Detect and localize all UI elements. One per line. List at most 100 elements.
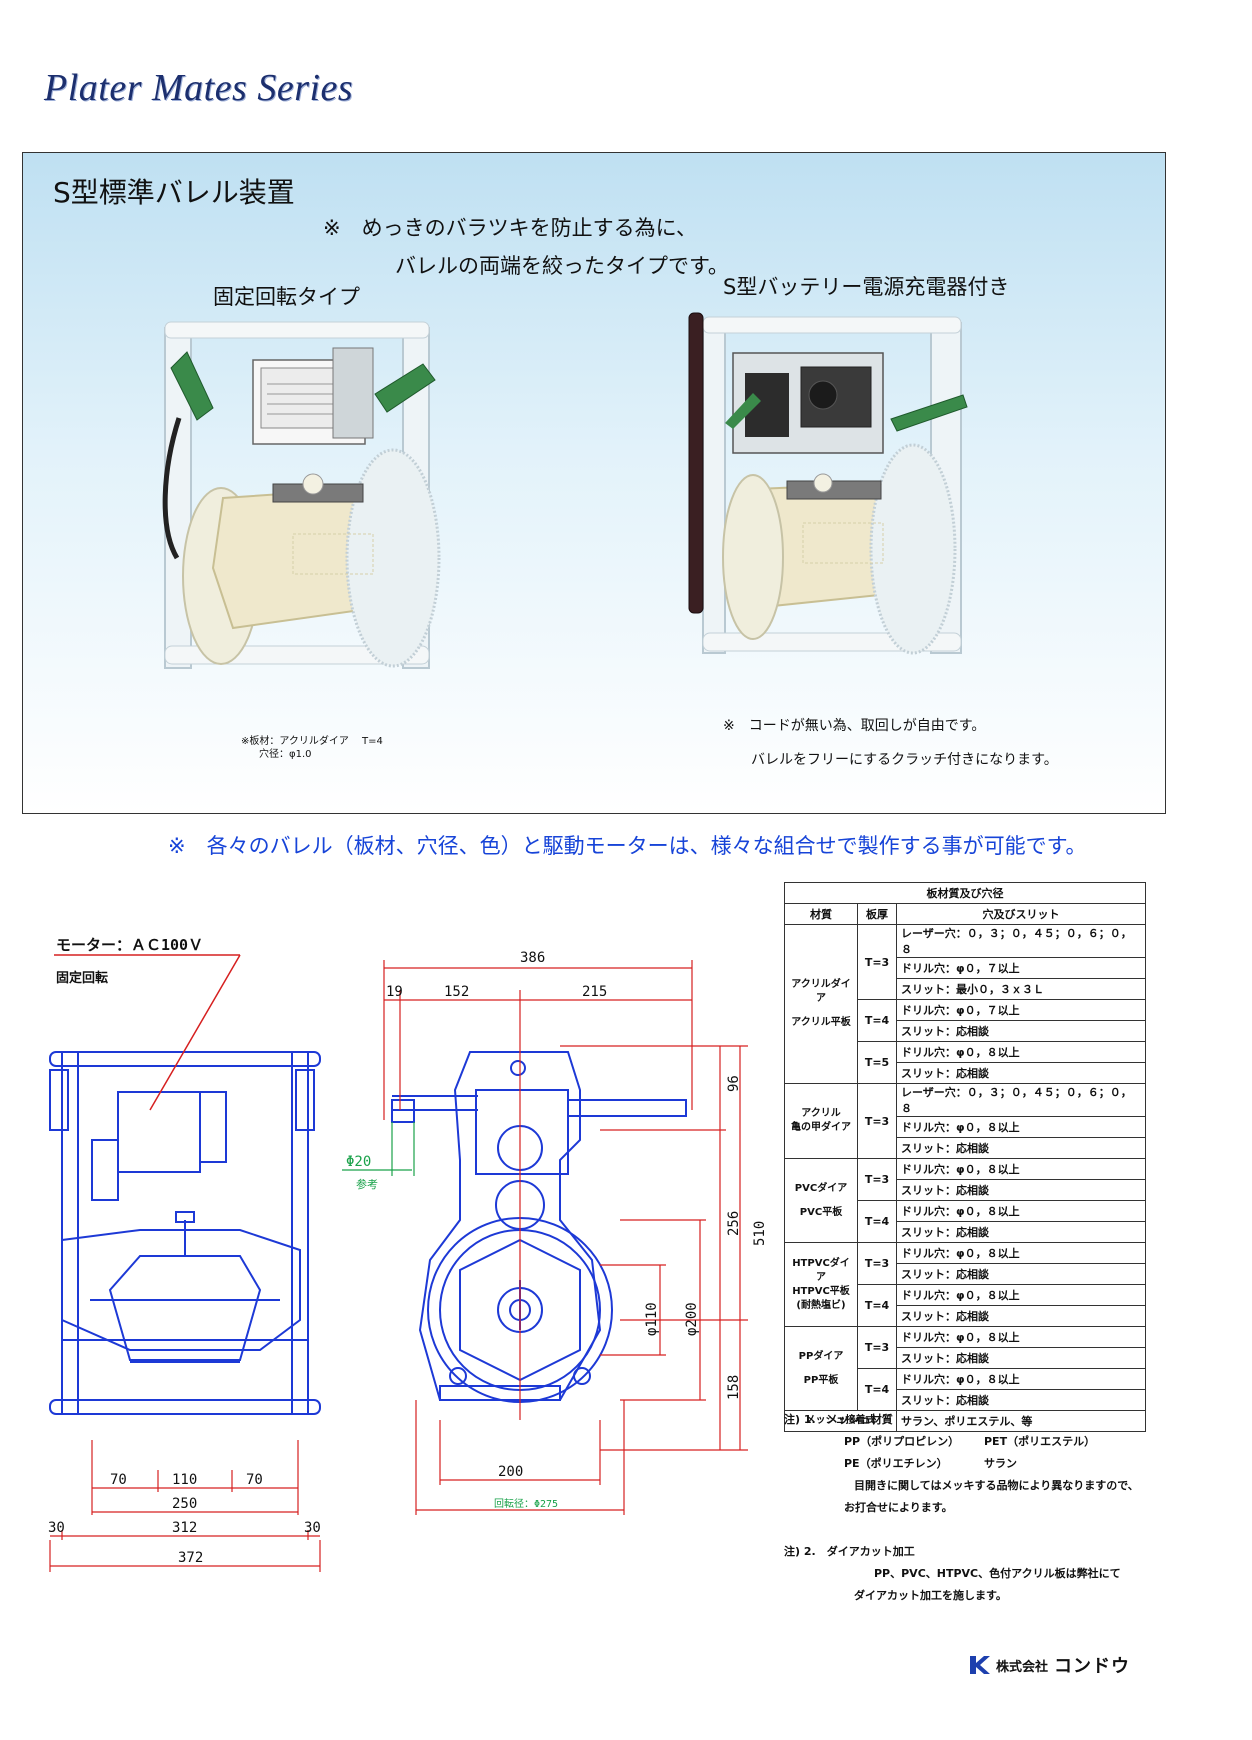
note2-body2: ダイアカット加工を施します。 (854, 1589, 1007, 1602)
table-row: ドリル穴：φ０，８以上 (896, 1242, 1146, 1264)
material-pp: PPダイア PP平板 (784, 1326, 858, 1411)
company-prefix: 株式会社 (996, 1659, 1049, 1675)
dim-256: 256 (726, 1211, 742, 1236)
table-row: スリット：応相談 (896, 1137, 1146, 1159)
material-acrylic: アクリルダイア アクリル平板 (784, 924, 858, 1084)
thickness-cell: T=3 (857, 1158, 897, 1201)
combination-note: ※ 各々のバレル（板材、穴径、色）と駆動モーターは、様々な組合せで製作する事が可… (168, 834, 1087, 858)
material-label: アクリル (801, 1108, 841, 1119)
dim-70-right: 70 (246, 1472, 263, 1488)
note1-title: 注) 1. メッシュ材質 (784, 1413, 893, 1426)
material-label: アクリルダイア (791, 979, 851, 1004)
side-dimension-lines (383, 960, 748, 1515)
table-row: レーザー穴：０，３；０，４５；０，６；０，８ (896, 1083, 1146, 1117)
table-row: スリット：応相談 (896, 1305, 1146, 1327)
dim-386: 386 (520, 950, 545, 966)
material-label: 亀の甲ダイア (791, 1122, 851, 1133)
front-dimension-lines (50, 1440, 320, 1540)
material-label: HTPVC平板 (792, 1285, 850, 1297)
dim-372-text: 372 (178, 1550, 203, 1566)
left-photo-spec-line2: 穴径：φ1.0 (259, 749, 312, 760)
thickness-cell: T=3 (857, 1242, 897, 1285)
table-row: ドリル穴：φ０，７以上 (896, 999, 1146, 1021)
table-row: ドリル穴：φ０，８以上 (896, 1368, 1146, 1390)
material-label: HTPVCダイア (792, 1257, 850, 1283)
table-row: ドリル穴：φ０，８以上 (896, 1041, 1146, 1063)
photo-panel: S型標準バレル装置 ※ めっきのバラツキを防止する為に、 バレルの両端を絞ったタ… (22, 152, 1166, 814)
company-brand: コンドウ (1054, 1656, 1131, 1677)
table-row: ドリル穴：φ０，８以上 (896, 1116, 1146, 1138)
table-row: ドリル穴：φ０，８以上 (896, 1158, 1146, 1180)
right-photo-note-line1: ※ コードが無い為、取回しが自由です。 (723, 718, 986, 734)
table-row: スリット：応相談 (896, 1062, 1146, 1084)
table-row: ドリル穴：φ０，７以上 (896, 957, 1146, 979)
side-view-drawing (391, 1051, 687, 1403)
table-row: スリット：応相談 (896, 1221, 1146, 1243)
panel-note-line2: バレルの両端を絞ったタイプです。 (395, 254, 729, 278)
dim-110: 110 (172, 1472, 197, 1488)
dim-19: 19 (386, 984, 403, 1000)
barrel-photo-fixed (162, 321, 441, 669)
note1-pe: PE（ポリエチレン） (844, 1457, 948, 1470)
note2-body1: PP、PVC、HTPVC、色付アクリル板は弊社にて (874, 1567, 1121, 1580)
thickness-cell: T=4 (857, 999, 897, 1042)
panel-note-line1: ※ めっきのバラツキを防止する為に、 (323, 216, 697, 240)
table-header-thickness: 板厚 (857, 903, 897, 925)
material-acrylic-kikko: アクリル 亀の甲ダイア (784, 1083, 858, 1159)
series-title: Plater Mates Series (44, 67, 354, 109)
dim-70-left: 70 (110, 1472, 127, 1488)
table-row: ドリル穴：φ０，８以上 (896, 1200, 1146, 1222)
material-label: (耐熱塩ビ) (796, 1299, 846, 1311)
company-logo: 株式会社 コンドウ (970, 1652, 1130, 1678)
dim-200: 200 (498, 1464, 523, 1480)
material-label: アクリル平板 (791, 1017, 851, 1028)
motor-label: モーター：ＡＣ100Ｖ (56, 936, 203, 954)
thickness-cell: T=4 (857, 1368, 897, 1411)
panel-note: ※ めっきのバラツキを防止する為に、 バレルの両端を絞ったタイプです。 (323, 209, 729, 285)
table-header-holes: 穴及びスリット (896, 903, 1146, 925)
table-row: ドリル穴：φ０，８以上 (896, 1284, 1146, 1306)
table-row: スリット：応相談 (896, 1389, 1146, 1411)
phi20-ref: 参考 (356, 1177, 378, 1191)
dim-510: 510 (752, 1221, 768, 1246)
left-photo-spec-line1: ※板材：アクリルダイア T=4 (241, 736, 383, 747)
table-row: スリット：最小０，３ｘ３Ｌ (896, 978, 1146, 1000)
thickness-cell: T=3 (857, 1326, 897, 1369)
dim-250: 250 (172, 1496, 197, 1512)
material-label: PPダイア (798, 1350, 844, 1362)
thickness-cell: T=3 (857, 924, 897, 1000)
dim-158: 158 (726, 1375, 742, 1400)
barrel-photo-battery (688, 312, 968, 655)
table-row: ドリル穴：φ０，８以上 (896, 1326, 1146, 1348)
rotation-diameter: 回転径：Φ275 (494, 1497, 558, 1510)
right-photo-note: ※ コードが無い為、取回しが自由です。 バレルをフリーにするクラッチ付きになりま… (723, 709, 1058, 777)
table-row: スリット：応相談 (896, 1263, 1146, 1285)
phi20-label: Φ20 (346, 1154, 371, 1170)
phi20-leader (342, 1122, 415, 1176)
table-title: 板材質及び穴径 (784, 882, 1146, 904)
thickness-cell: T=3 (857, 1083, 897, 1159)
table-header-material: 材質 (784, 903, 858, 925)
note2-title: 注) 2. ダイアカット加工 (784, 1545, 915, 1558)
left-photo-spec: ※板材：アクリルダイア T=4 穴径：φ1.0 (241, 735, 383, 761)
thickness-cell: T=5 (857, 1041, 897, 1084)
panel-heading: S型標準バレル装置 (53, 176, 295, 209)
material-label: PVC平板 (799, 1206, 843, 1218)
mesh-label: メッシュ接着式 (784, 1410, 897, 1432)
dim-152: 152 (444, 984, 469, 1000)
right-photo-note-line2: バレルをフリーにするクラッチ付きになります。 (751, 752, 1058, 768)
material-pvc: PVCダイア PVC平板 (784, 1158, 858, 1243)
thickness-cell: T=4 (857, 1200, 897, 1243)
dim-phi110: φ110 (644, 1302, 660, 1336)
material-htpvc: HTPVCダイア HTPVC平板 (耐熱塩ビ) (784, 1242, 858, 1327)
front-view-drawing (49, 1051, 321, 1415)
dim-phi200: φ200 (684, 1302, 700, 1336)
table-row: スリット：応相談 (896, 1020, 1146, 1042)
table-row: スリット：応相談 (896, 1347, 1146, 1369)
dim-30-right: 30 (304, 1520, 321, 1536)
note1-body2: お打合せによります。 (844, 1501, 953, 1514)
caption-battery-type: S型バッテリー電源充電器付き (723, 275, 1010, 299)
kondo-logo-icon (970, 1656, 990, 1674)
caption-fixed-rotation: 固定回転タイプ (213, 285, 360, 309)
motor-leader (54, 954, 241, 1111)
